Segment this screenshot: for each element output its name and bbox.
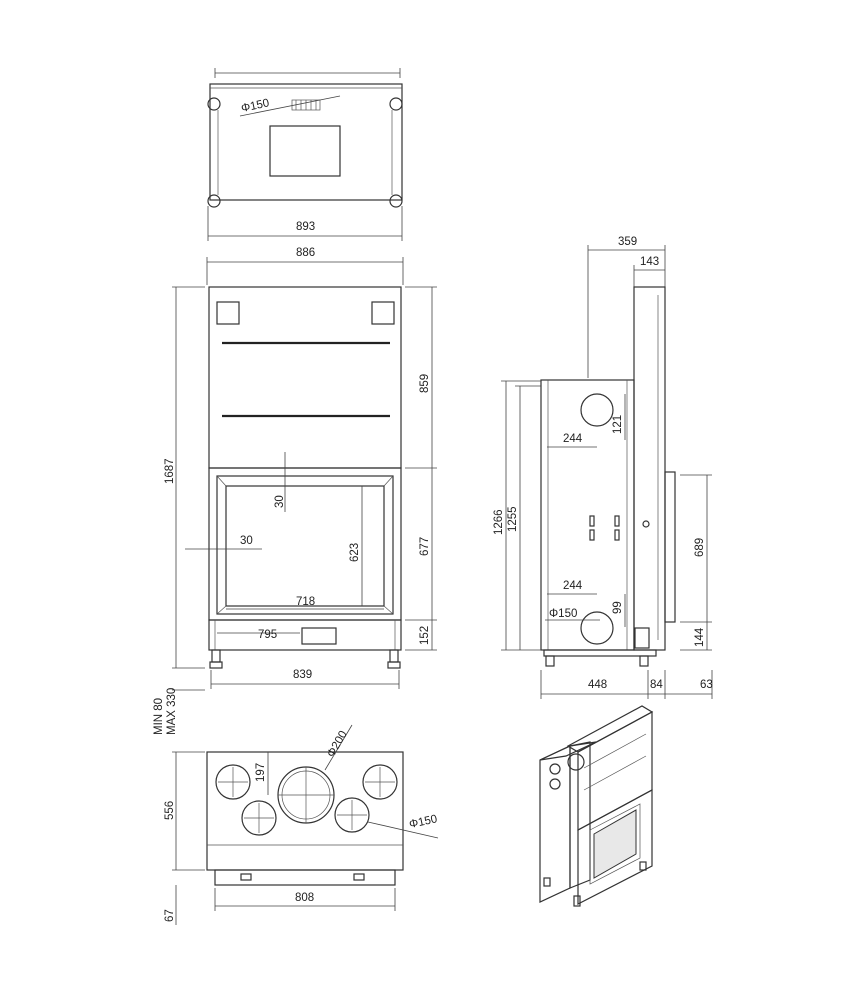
small-pipe-label: Φ150	[408, 813, 438, 831]
bottom-a-label: 448	[588, 679, 607, 691]
upper-pipe-offset-label: 244	[563, 433, 583, 445]
top-view: Φ150 893	[207, 68, 403, 241]
top-width-label: 893	[296, 221, 315, 233]
upper-height-label: 859	[419, 374, 431, 393]
upper-pipe-height-label: 121	[612, 415, 624, 434]
lower-pipe-label: Φ150	[549, 608, 577, 620]
legs-min-label: MIN 80	[153, 698, 165, 735]
frame-offset-top-label: 30	[274, 495, 286, 508]
glass-width-label: 718	[296, 596, 315, 608]
glass-height-label: 623	[349, 543, 361, 562]
side-height-inner-label: 1255	[507, 506, 519, 532]
legs-max-label: MAX 330	[166, 688, 178, 735]
side-depth-label: 359	[618, 236, 637, 248]
base-height-label: 152	[419, 626, 431, 645]
bottom-c-label: 63	[700, 679, 713, 691]
front-height-label: 1687	[164, 458, 176, 484]
base-width-label: 839	[293, 669, 312, 681]
side-top-offset-label: 143	[640, 256, 659, 268]
side-height-outer-label: 1266	[493, 509, 505, 535]
large-pipe-label: Φ200	[325, 729, 350, 760]
opening-width-label: 795	[258, 629, 277, 641]
bottom-b-label: 84	[650, 679, 663, 691]
side-base-height-label: 144	[694, 627, 706, 647]
side-door-height-label: 689	[694, 538, 706, 557]
bottom-width-label: 808	[295, 892, 314, 904]
bottom-foot-label: 67	[164, 909, 176, 922]
bottom-depth-label: 556	[164, 801, 176, 820]
door-height-label: 677	[419, 537, 431, 556]
lower-pipe-height-label: 99	[612, 601, 624, 614]
lower-pipe-offset-label: 244	[563, 580, 583, 592]
frame-offset-side-label: 30	[240, 535, 253, 547]
isometric-view	[539, 705, 654, 907]
front-width-top-label: 886	[296, 247, 315, 259]
top-flue-label: Φ150	[240, 97, 270, 115]
side-view: 359 143 244 121 244 99 Φ150	[493, 236, 713, 699]
bottom-view: Φ200 197 Φ150 556 67 808	[164, 724, 438, 925]
front-view: 886 30 30 623 718 795 1687	[153, 247, 437, 735]
bottom-offset-label: 197	[255, 763, 267, 782]
